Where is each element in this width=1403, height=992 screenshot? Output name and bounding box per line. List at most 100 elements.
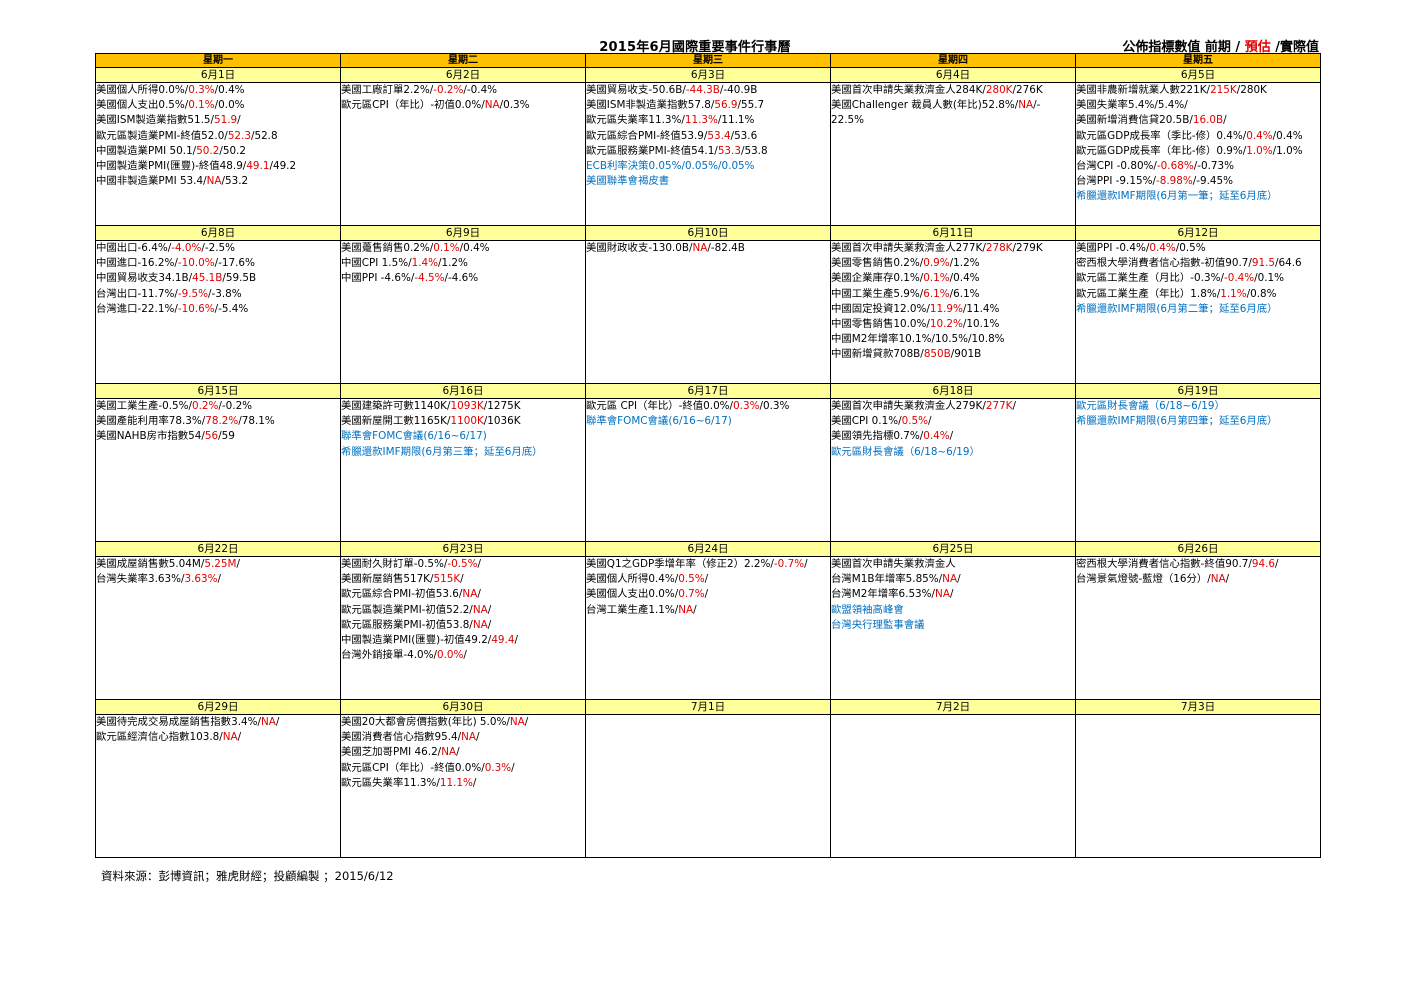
event-text: 美國新屋銷售517K/: [341, 573, 434, 586]
event-text: 美國Q1之GDP季增年率（修正2）2.2%/: [586, 558, 774, 570]
estimate-value: -9.5%: [177, 287, 208, 300]
event-text: 美國新屋開工數1165K/: [341, 415, 451, 428]
event-item: 中國製造業PMI 50.1/50.2/50.2: [96, 144, 340, 159]
event-text: 台灣進口-22.1%/: [96, 302, 178, 315]
event-item: 美國待完成交易成屋銷售指數3.4%/NA/: [96, 715, 340, 730]
event-item: 美國20大都會房價指數(年比) 5.0%/NA/: [341, 715, 585, 730]
event-text: /78.1%: [238, 415, 275, 428]
estimate-value: 94.6: [1251, 558, 1275, 570]
estimate-value: -4.5%: [414, 272, 445, 285]
event-item: 希臘還款IMF期限(6月第二筆；延至6月底）: [1076, 302, 1320, 317]
event-text: 台灣CPI -0.80%/: [1076, 160, 1157, 173]
event-text: /64.6: [1275, 257, 1302, 270]
date-cell: 6月3日: [585, 67, 831, 83]
events-cell: 美國Q1之GDP季增年率（修正2）2.2%/-0.7%/美國個人所得0.4%/0…: [585, 556, 831, 700]
event-item: 歐盟領袖高峰會: [831, 603, 1075, 618]
event-text: 密西根大學消費者信心指數-終值90.7/: [1076, 558, 1252, 570]
estimate-value: 0.3%: [733, 400, 760, 412]
estimate-value: -10.6%: [177, 302, 215, 315]
estimate-value: 56: [204, 430, 219, 443]
event-note: 希臘還款IMF期限(6月第四筆；延至6月底）: [1076, 415, 1278, 428]
estimate-value: 515K: [433, 573, 461, 586]
event-text: 中國新增貸款708B/: [831, 348, 924, 361]
estimate-value: -4.0%: [171, 242, 202, 254]
event-text: 美國工業生產-0.5%/: [96, 400, 192, 412]
event-text: 美國躉售銷售0.2%/: [341, 242, 434, 254]
date-cell: 6月30日: [340, 699, 586, 715]
event-text: /: [1275, 558, 1279, 570]
event-text: 密西根大學消費者信心指數-初值90.7/: [1076, 257, 1252, 270]
event-item: 台灣CPI -0.80%/-0.68%/-0.73%: [1076, 159, 1320, 174]
event-item: 美國新增消費信貸20.5B/16.0B/: [1076, 113, 1320, 128]
event-text: /55.7: [737, 99, 765, 112]
event-item: 美國首次申請失業救濟金人: [831, 557, 1075, 572]
event-text: 美國個人支出0.5%/: [96, 99, 189, 112]
event-text: /: [693, 603, 697, 616]
events-row: 中國出口-6.4%/-4.0%/-2.5%中國進口-16.2%/-10.0%/-…: [95, 240, 1321, 384]
estimate-value: 11.9%: [929, 302, 963, 315]
event-item: 歐元區 CPI（年比）-終值0.0%/0.3%/0.3%: [586, 399, 830, 414]
events-cell: 美國首次申請失業救濟金人台灣M1B年增率5.85%/NA/台灣M2年增率6.53…: [830, 556, 1076, 700]
event-item: 中國新增貸款708B/850B/901B: [831, 347, 1075, 362]
event-item: 台灣M2年增率6.53%/NA/: [831, 587, 1075, 602]
event-text: 美國20大都會房價指數(年比) 5.0%/: [341, 716, 510, 728]
event-text: /0.3%: [759, 400, 790, 412]
event-item: 中國CPI 1.5%/1.4%/1.2%: [341, 256, 585, 271]
event-text: /: [514, 634, 518, 647]
event-text: /: [487, 603, 492, 616]
event-item: 美國首次申請失業救濟金人279K/277K/: [831, 399, 1075, 414]
events-cell: 美國待完成交易成屋銷售指數3.4%/NA/歐元區經濟信心指數103.8/NA/: [95, 714, 341, 858]
event-text: 美國失業率5.4%/5.4%/: [1076, 99, 1188, 112]
events-row: 美國成屋銷售數5.04M/5.25M/台灣失業率3.63%/3.63%/美國耐久…: [95, 556, 1321, 700]
event-text: /: [804, 558, 808, 570]
legend-estimate: 預估: [1244, 40, 1271, 55]
event-text: /: [477, 588, 481, 601]
event-text: 美國非農新增就業人數221K/: [1076, 84, 1211, 96]
event-text: /: [927, 415, 932, 428]
event-item: 台灣外銷接單-4.0%/0.0%/: [341, 648, 585, 663]
event-text: /0.4%: [1272, 129, 1303, 142]
event-text: /: [463, 649, 467, 662]
date-cell: 6月24日: [585, 541, 831, 557]
date-cell: 6月11日: [830, 225, 1076, 241]
event-item: 台灣失業率3.63%/3.63%/: [96, 572, 340, 587]
event-text: 美國領先指標0.7%/: [831, 430, 924, 443]
event-text: 中國貿易收支34.1B/: [96, 272, 193, 285]
date-cell: 6月4日: [830, 67, 1076, 83]
event-text: /: [957, 573, 961, 586]
event-note: 希臘還款IMF期限(6月第三筆；延至6月底）: [341, 445, 543, 458]
event-text: 美國首次申請失業救濟金人284K/: [831, 84, 986, 96]
events-cell: 美國工廠訂單2.2%/-0.2%/-0.4%歐元區CPI（年比）-初值0.0%/…: [340, 82, 586, 226]
event-text: /-82.4B: [707, 242, 745, 254]
event-text: 美國首次申請失業救濟金人277K/: [831, 242, 986, 254]
estimate-value: 1093K: [450, 400, 484, 412]
events-cell: 美國首次申請失業救濟金人279K/277K/美國CPI 0.1%/0.5%/美國…: [830, 398, 1076, 542]
event-note: 聯準會FOMC會議(6/16~6/17): [341, 430, 487, 443]
events-cell: 美國個人所得0.0%/0.3%/0.4%美國個人支出0.5%/0.1%/0.0%…: [95, 82, 341, 226]
event-text: 美國消費者信心指數95.4/: [341, 731, 462, 744]
event-text: 美國首次申請失業救濟金人: [831, 558, 956, 570]
estimate-value: NA: [441, 746, 457, 759]
event-text: 台灣PPI -9.15%/: [1076, 175, 1156, 188]
event-item: 聯準會FOMC會議(6/16~6/17): [341, 429, 585, 444]
event-text: 美國財政收支-130.0B/: [586, 242, 693, 254]
event-item: 歐元區服務業PMI-初值53.8/NA/: [341, 618, 585, 633]
event-item: 歐元區工業生產（月比）-0.3%/-0.4%/0.1%: [1076, 271, 1320, 286]
estimate-value: NA: [1018, 99, 1034, 112]
estimate-value: 45.1B: [192, 272, 223, 285]
event-text: /50.2: [219, 144, 246, 157]
event-item: 美國成屋銷售數5.04M/5.25M/: [96, 557, 340, 572]
estimate-value: 91.5: [1251, 257, 1275, 270]
weekday-header-row: 星期一 星期二 星期三 星期四 星期五: [95, 53, 1321, 68]
event-text: /279K: [1012, 242, 1043, 254]
event-item: 美國產能利用率78.3%/78.2%/78.1%: [96, 414, 340, 429]
event-note: ECB利率決策0.05%/0.05%/0.05%: [586, 160, 755, 173]
events-cell: 美國工業生產-0.5%/0.2%/-0.2%美國產能利用率78.3%/78.2%…: [95, 398, 341, 542]
event-item: 歐元區綜合PMI-初值53.6/NA/: [341, 587, 585, 602]
event-text: /: [236, 558, 240, 570]
